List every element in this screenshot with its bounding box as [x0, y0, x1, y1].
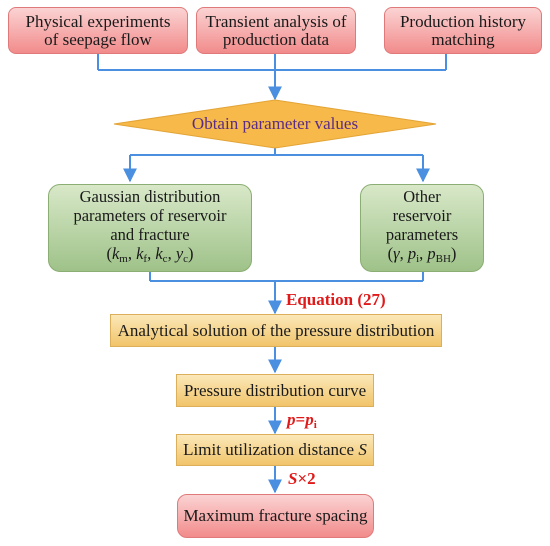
equation-label: Equation (27) — [286, 290, 386, 309]
decision-label: Obtain parameter values — [191, 114, 359, 133]
gaussian-params: (km, kf, kc, yc) — [106, 244, 194, 265]
maximum-fracture-spacing-box: Maximum fracture spacing — [177, 494, 374, 538]
physical-experiments-line2: of seepage flow — [44, 29, 152, 49]
other-params: (γ, pi, pBH) — [387, 244, 457, 265]
transient-analysis-box: Transient analysis of production data — [196, 7, 356, 54]
condition-label: p=pi — [287, 410, 317, 431]
gaussian-line1: Gaussian distribution — [79, 187, 221, 206]
other-parameters-box: Other reservoir parameters (γ, pi, pBH) — [360, 184, 484, 272]
production-history-line2: matching — [431, 29, 495, 49]
other-line2: reservoir — [392, 206, 452, 225]
pressure-curve-box: Pressure distribution curve — [176, 374, 374, 407]
analytical-solution-box: Analytical solution of the pressure dist… — [110, 314, 442, 347]
other-line1: Other — [403, 187, 441, 206]
production-history-line1: Production history — [399, 11, 527, 31]
physical-experiments-line1: Physical experiments — [25, 11, 171, 31]
multiply-label: S×2 — [288, 469, 316, 488]
gaussian-parameters-box: Gaussian distribution parameters of rese… — [48, 184, 252, 272]
other-line3: parameters — [385, 225, 459, 244]
gaussian-line3: and fracture — [110, 225, 190, 244]
decision-diamond — [113, 99, 437, 149]
limit-utilization-box: Limit utilization distance S — [176, 434, 374, 466]
transient-analysis-line2: production data — [222, 29, 330, 49]
transient-analysis-line1: Transient analysis of — [205, 11, 347, 31]
production-history-box: Production history matching — [384, 7, 542, 54]
gaussian-line2: parameters of reservoir — [73, 206, 227, 225]
physical-experiments-box: Physical experiments of seepage flow — [8, 7, 188, 54]
